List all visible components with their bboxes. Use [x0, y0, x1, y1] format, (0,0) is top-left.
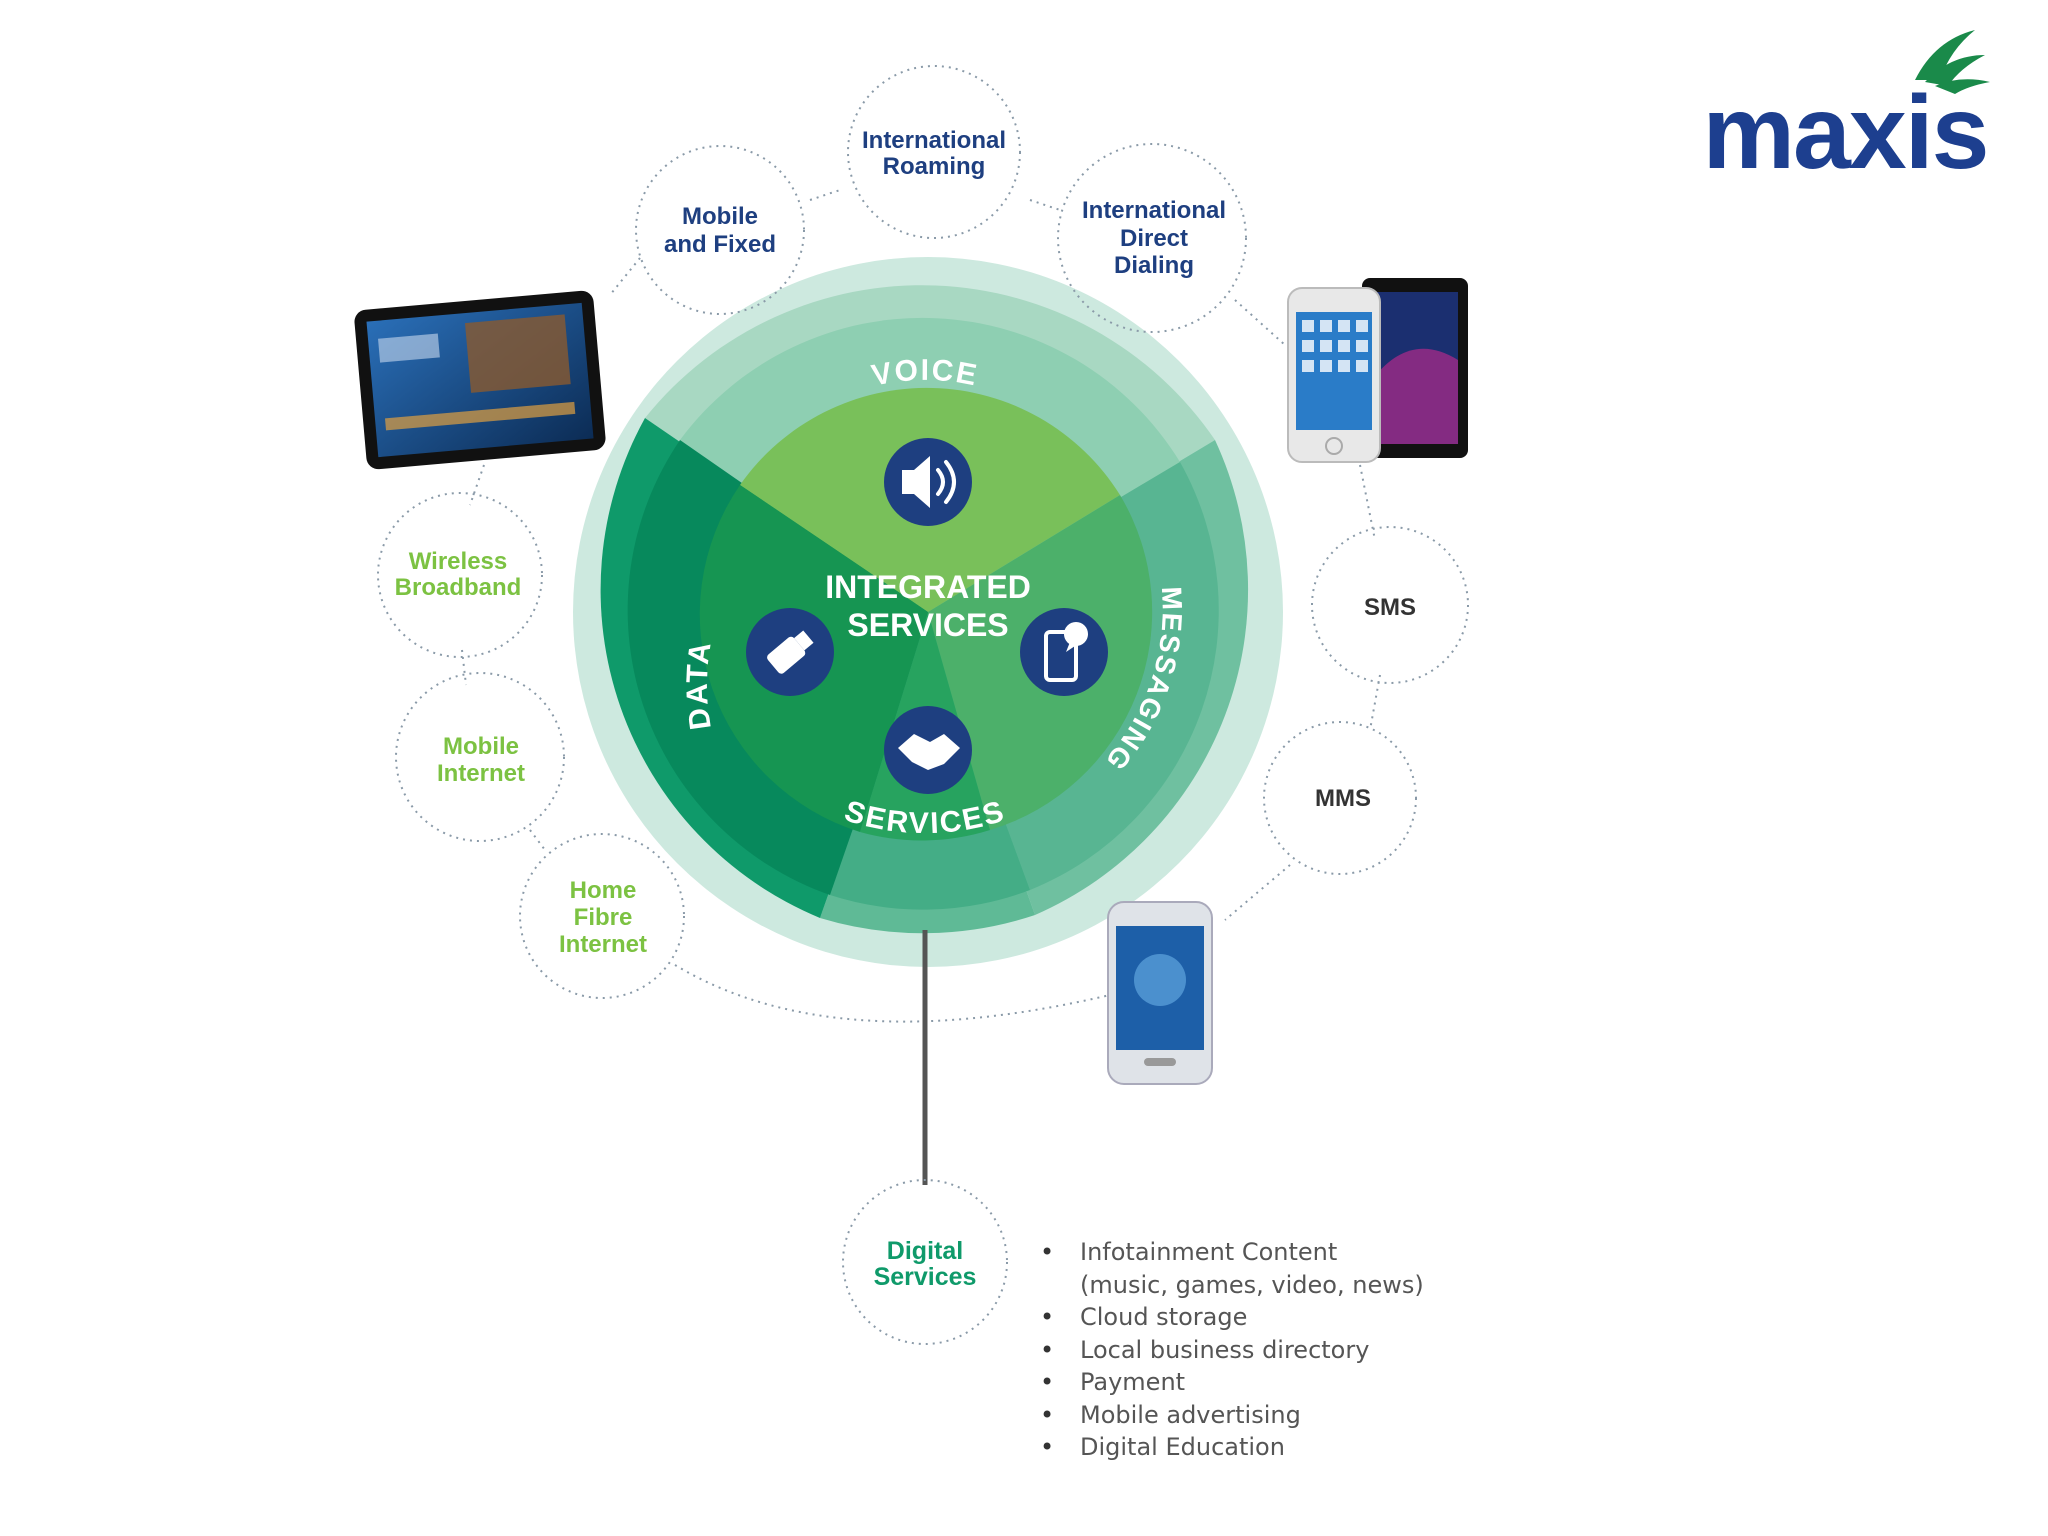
list-item-text: Local business directory — [1080, 1335, 1370, 1364]
node-international-roaming-line-2: Roaming — [883, 153, 986, 180]
list-item-text: (music, games, video, news) — [1080, 1270, 1424, 1299]
list-item-text: Cloud storage — [1080, 1303, 1248, 1331]
maxis-leaf-icon — [1915, 30, 1990, 94]
svg-text:DATA: DATA — [681, 638, 718, 732]
svg-text:VOICE: VOICE — [869, 354, 981, 393]
node-wireless-broadband-line-1: Wireless — [409, 548, 508, 575]
list-item-text: Infotainment Content — [1080, 1238, 1338, 1266]
node-idd-line-2: Direct — [1120, 225, 1188, 252]
center-label-line-2: SERVICES — [847, 607, 1008, 643]
tablet-icon — [354, 290, 606, 470]
list-item-text: Mobile advertising — [1080, 1400, 1301, 1429]
node-digital-services-line-1: Digital — [887, 1237, 963, 1265]
node-home-fibre-line-1: Home — [570, 877, 637, 904]
smartphones-icon — [1287, 278, 1468, 463]
list-item-text: Digital Education — [1080, 1433, 1285, 1461]
center-label: INTEGRATED SERVICES — [825, 569, 1031, 643]
speaker-icon — [884, 438, 972, 526]
list-item-continuation: (music, games, video, news) — [1040, 1269, 1460, 1302]
node-mobile-internet-line-1: Mobile — [443, 733, 519, 760]
list-item: •Cloud storage — [1040, 1301, 1460, 1334]
node-sms: SMS — [1364, 594, 1416, 621]
phone-message-icon — [1020, 608, 1108, 696]
segment-label-voice: VOICE — [869, 354, 979, 393]
node-circles — [377, 65, 1469, 1345]
list-item: •Infotainment Content — [1040, 1236, 1460, 1269]
maxis-logo: maxis — [1703, 30, 1990, 191]
node-mobile-internet-line-2: Internet — [437, 760, 525, 787]
list-item: •Digital Education — [1040, 1431, 1460, 1464]
list-item: •Mobile advertising — [1040, 1399, 1460, 1432]
node-home-fibre-line-3: Internet — [559, 931, 647, 958]
connector-lines — [461, 189, 1381, 1023]
node-wireless-broadband-line-2: Broadband — [395, 574, 522, 601]
node-mobile-and-fixed-line-2: and Fixed — [664, 231, 776, 258]
segment-label-data: DATA — [681, 638, 716, 732]
node-idd-line-3: Dialing — [1114, 252, 1194, 279]
node-mms: MMS — [1315, 785, 1371, 812]
usb-modem-icon — [746, 608, 834, 696]
smartphone-icon — [1107, 901, 1213, 1085]
node-home-fibre-line-2: Fibre — [574, 904, 633, 931]
digital-services-list: •Infotainment Content (music, games, vid… — [1040, 1236, 1460, 1464]
list-item: •Payment — [1040, 1366, 1460, 1399]
list-item: •Local business directory — [1040, 1334, 1460, 1367]
maxis-logo-text: maxis — [1703, 75, 1988, 191]
node-mobile-and-fixed-line-1: Mobile — [682, 203, 758, 230]
center-label-line-1: INTEGRATED — [825, 569, 1031, 605]
node-idd-line-1: International — [1082, 197, 1226, 224]
handshake-icon — [884, 706, 972, 794]
node-international-roaming-line-1: International — [862, 127, 1006, 154]
node-digital-services-line-2: Services — [874, 1263, 977, 1291]
list-item-text: Payment — [1080, 1368, 1186, 1396]
